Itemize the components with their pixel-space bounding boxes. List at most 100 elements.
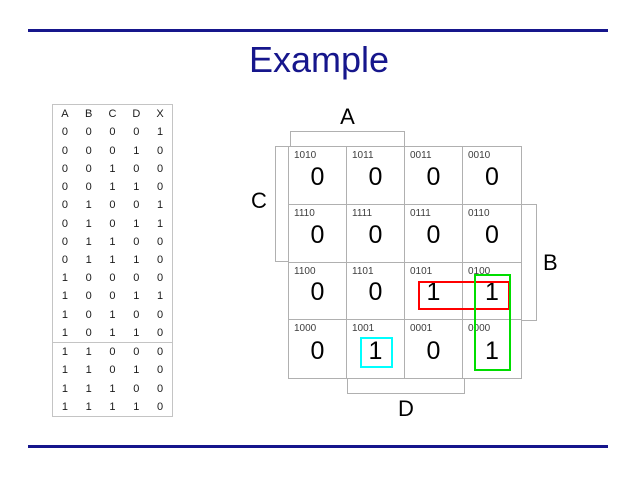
truth-table-cell: 1	[109, 382, 116, 395]
kmap-label-c: C	[251, 188, 267, 213]
truth-table-cell: 1	[85, 217, 92, 230]
truth-table-cell: 1	[157, 126, 164, 139]
kmap-cell-code: 1001	[352, 323, 375, 335]
truth-table-cell: 1	[157, 290, 164, 303]
kmap-cell-value: 0	[310, 336, 325, 365]
kmap-label-a: A	[340, 104, 355, 129]
kmap-cell-code: 0100	[468, 265, 491, 277]
truth-table-cell: 0	[133, 272, 140, 285]
truth-table-row: 0 1 0 0 1	[53, 196, 172, 214]
truth-table-cell: 0	[157, 364, 164, 377]
truth-table-cell: 0	[157, 272, 164, 285]
truth-table-cell: 1	[61, 290, 68, 303]
truth-table-cell: 0	[109, 217, 116, 230]
truth-table-header-cell: B	[85, 108, 93, 121]
truth-table-cell: 0	[133, 308, 140, 321]
truth-table-cell: 0	[85, 326, 92, 339]
truth-table-cell: 1	[109, 326, 116, 339]
kmap-cell-code: 0001	[410, 323, 433, 335]
truth-table-cell: 1	[109, 308, 116, 321]
truth-table-cell: 0	[133, 235, 140, 248]
truth-table-cell: 0	[157, 235, 164, 248]
truth-table-cell: 0	[61, 253, 68, 266]
truth-table-cell: 1	[133, 326, 140, 339]
truth-table-cell: 0	[109, 272, 116, 285]
kmap-cell-value: 1	[368, 336, 383, 365]
kmap-group-cyan	[360, 337, 393, 368]
truth-table-cell: 1	[133, 290, 140, 303]
truth-table-row: 0 1 1 0 0	[53, 233, 172, 251]
kmap-cell-value: 1	[485, 278, 499, 307]
kmap-cell-code: 0111	[410, 207, 431, 219]
truth-table-cell: 0	[85, 162, 92, 175]
truth-table-cell: 1	[133, 253, 140, 266]
truth-table-cell: 1	[61, 326, 68, 339]
truth-table-header-cell: C	[108, 108, 117, 121]
kmap-cell-value: 0	[426, 220, 441, 249]
truth-table-cell: 1	[85, 199, 92, 212]
truth-table-cell: 0	[61, 199, 68, 212]
truth-table-cell: 0	[133, 382, 140, 395]
truth-table-cell: 1	[157, 199, 164, 212]
kmap-cell-code: 0011	[410, 150, 432, 161]
truth-table-cell: 0	[61, 181, 68, 194]
kmap-label-d: D	[398, 396, 414, 421]
kmap-cell-code: 0010	[468, 150, 491, 161]
truth-table-cell: 1	[61, 308, 68, 321]
truth-table-cell: 0	[133, 199, 140, 212]
truth-table-cell: 1	[133, 364, 140, 377]
truth-table-cell: 0	[85, 290, 92, 303]
truth-table-header-cell: D	[132, 108, 141, 121]
truth-table-cell: 0	[157, 382, 164, 395]
kmap-bracket-a	[290, 131, 405, 147]
truth-table-cell: 0	[133, 162, 140, 175]
kmap-cell-value: 0	[485, 162, 499, 191]
truth-table-cell: 1	[85, 400, 92, 413]
kmap-cell-value: 0	[426, 162, 441, 191]
truth-table-cell: 0	[61, 162, 68, 175]
kmap-cell-value: 0	[368, 162, 383, 191]
truth-table-cell: 0	[109, 364, 116, 377]
truth-table-cell: 0	[157, 162, 164, 175]
truth-table-cell: 0	[133, 346, 140, 359]
kmap-bracket-c	[275, 146, 289, 262]
truth-table-cell: 0	[61, 235, 68, 248]
truth-table-cell: 1	[61, 400, 68, 413]
kmap-cell-code: 1111	[352, 207, 373, 219]
truth-table-cell: 1	[133, 181, 140, 194]
truth-table-cell: 1	[61, 364, 68, 377]
truth-table-cell: 0	[109, 199, 116, 212]
kmap-cell-code: 1011	[352, 150, 374, 161]
truth-table-cell: 1	[85, 235, 92, 248]
truth-table-cell: 1	[133, 217, 140, 230]
kmap-group-green	[474, 274, 511, 371]
truth-table-cell: 0	[85, 272, 92, 285]
kmap-cell-value: 0	[368, 220, 383, 249]
truth-table-cell: 0	[61, 144, 68, 157]
truth-table-row: 0 0 1 0 0	[53, 160, 172, 178]
truth-table-cell: 0	[61, 126, 68, 139]
truth-table-cell: 1	[109, 235, 116, 248]
truth-table-cell: 1	[109, 181, 116, 194]
truth-table-cell: 0	[85, 181, 92, 194]
kmap-cell-code: 0101	[410, 265, 433, 277]
truth-table-cell: 1	[109, 162, 116, 175]
truth-table-header-cell: A	[61, 108, 69, 121]
kmap-cell-code: 1110	[294, 207, 315, 219]
